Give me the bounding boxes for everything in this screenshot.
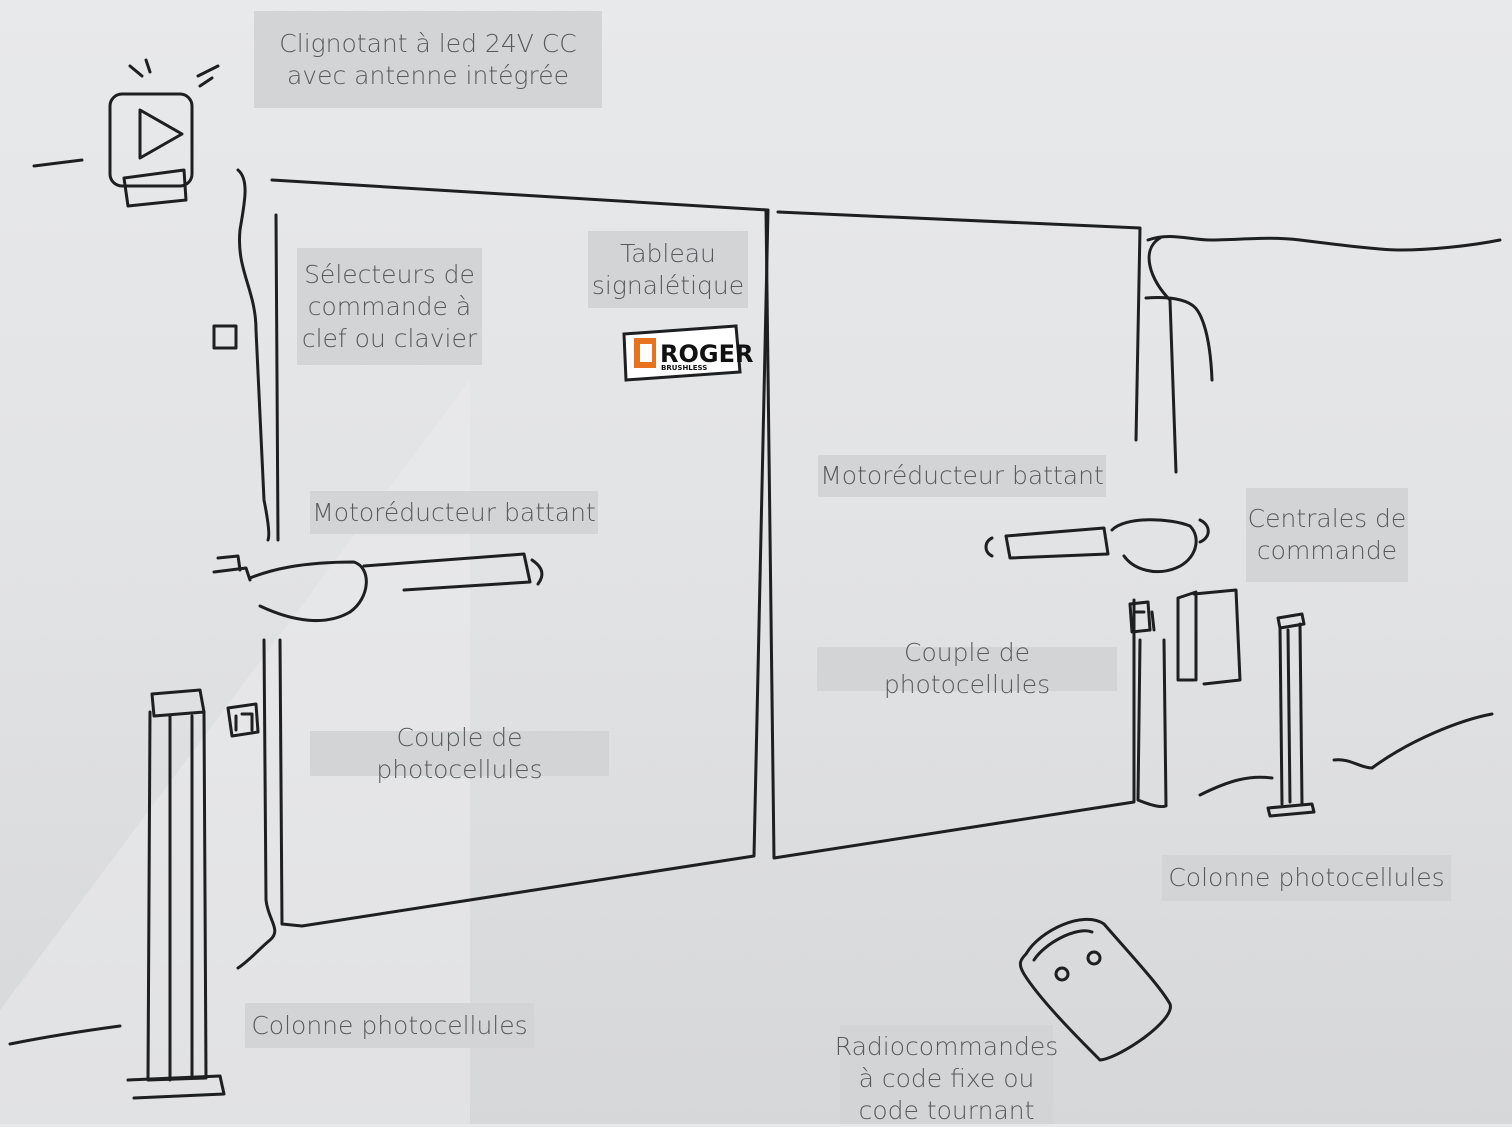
- control-unit-box: [1178, 590, 1240, 684]
- motor-right-drawing: [986, 520, 1208, 572]
- flasher-lamp: [110, 60, 218, 206]
- label-control-units-line2: commande: [1257, 535, 1397, 567]
- gate-leaf-right: [766, 210, 1140, 858]
- label-flasher-line2: avec antenne intégrée: [287, 60, 569, 92]
- label-flasher-line1: Clignotant à led 24V CC: [279, 28, 576, 60]
- label-remote-line1: Radiocommandes: [835, 1031, 1058, 1063]
- label-selectors-line3: clef ou clavier: [302, 323, 477, 355]
- roger-subline-text: BRUSHLESS: [661, 364, 707, 372]
- label-motor-right: Motoréducteur battant: [818, 455, 1106, 497]
- label-column-right: Colonne photocellules: [1162, 855, 1451, 901]
- label-signboard-line2: signalétique: [592, 270, 744, 302]
- label-control-units-line1: Centrales de: [1248, 503, 1407, 535]
- label-selectors: Sélecteurs de commande à clef ou clavier: [297, 248, 482, 365]
- label-column-left: Colonne photocellules: [245, 1003, 534, 1048]
- label-photocells-left-text: Couple de photocellules: [310, 722, 609, 786]
- left-pillar-inner: [276, 215, 278, 540]
- column-right-drawing: [1268, 614, 1314, 816]
- label-column-right-text: Colonne photocellules: [1168, 862, 1444, 894]
- label-motor-right-text: Motoréducteur battant: [820, 460, 1104, 492]
- label-flasher: Clignotant à led 24V CC avec antenne int…: [254, 11, 602, 108]
- label-photocells-right: Couple de photocellules: [817, 647, 1117, 691]
- left-wall-line: [34, 160, 82, 166]
- label-remote-line3: code tournant: [859, 1095, 1035, 1127]
- right-pillar: [1148, 236, 1500, 250]
- label-motor-left-text: Motoréducteur battant: [312, 497, 596, 529]
- key-selector-box: [214, 326, 236, 348]
- label-photocells-right-text: Couple de photocellules: [817, 637, 1117, 701]
- label-signboard: Tableau signalétique: [588, 231, 748, 308]
- label-remote-line2: à code fixe ou: [859, 1063, 1035, 1095]
- label-control-units: Centrales de commande: [1246, 488, 1408, 582]
- label-remote: Radiocommandes à code fixe ou code tourn…: [840, 1025, 1053, 1124]
- label-signboard-line1: Tableau: [620, 238, 716, 270]
- label-selectors-line2: commande à: [308, 291, 471, 323]
- label-photocells-left: Couple de photocellules: [310, 731, 609, 776]
- ground-right-1: [1200, 777, 1272, 795]
- label-column-left-text: Colonne photocellules: [251, 1010, 527, 1042]
- roger-logo-plate: ROGER BRUSHLESS: [624, 326, 753, 380]
- left-pillar-edge: [238, 170, 269, 540]
- right-pillar-inner: [1146, 297, 1212, 380]
- right-pillar-left-edge: [1149, 238, 1176, 472]
- ground-right-2: [1334, 714, 1492, 768]
- right-pillar-bottom: [1138, 640, 1166, 807]
- label-motor-left: Motoréducteur battant: [310, 491, 598, 534]
- label-selectors-line1: Sélecteurs de: [304, 259, 475, 291]
